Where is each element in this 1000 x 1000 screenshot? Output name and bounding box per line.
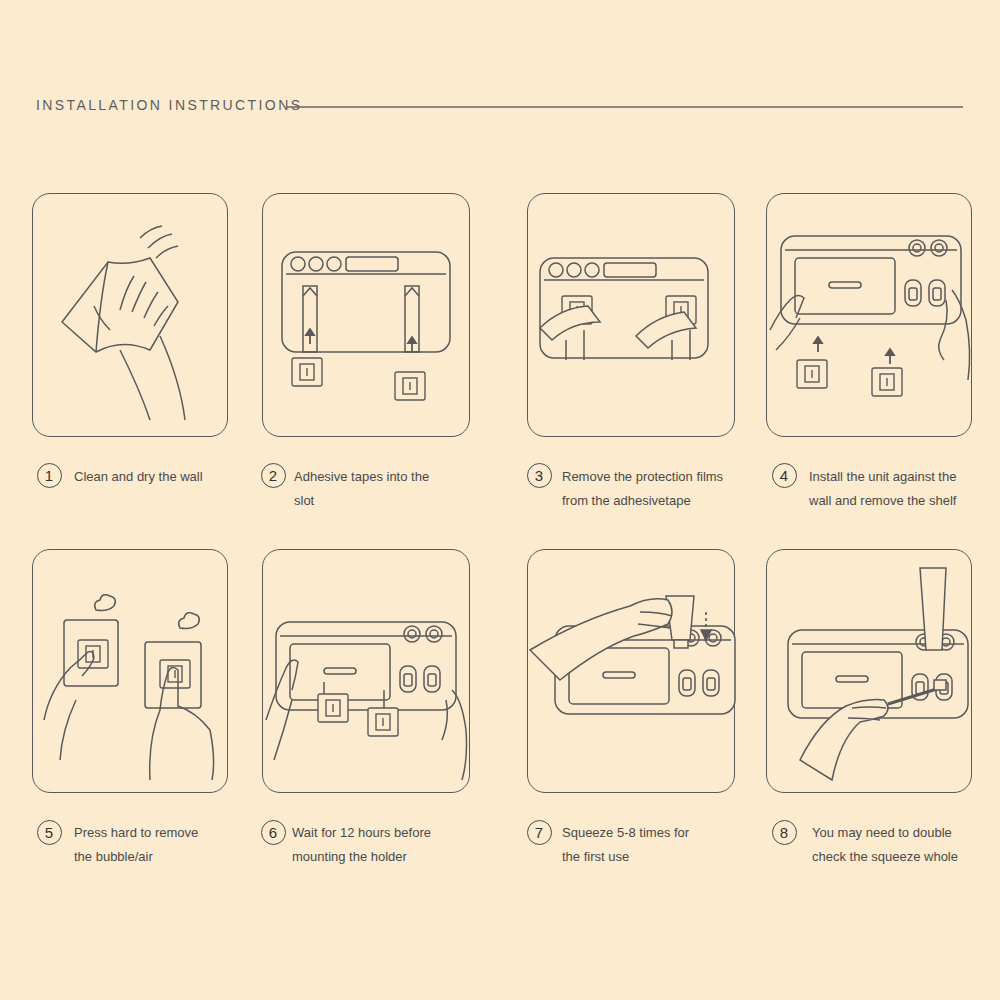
step-number: 4 (780, 468, 788, 483)
step-number: 7 (535, 825, 543, 840)
step-panel: Install the unit against the wall and re… (766, 193, 972, 437)
step-number: 3 (535, 468, 543, 483)
step-caption: You may need to double check the squeeze… (812, 821, 970, 869)
step-caption: Remove the protection films from the adh… (562, 465, 738, 513)
step-number-circle: 1 (37, 463, 62, 488)
step-caption: Wait for 12 hours before mounting the ho… (292, 821, 452, 869)
step-caption: Adhesive tapes into the slot (294, 465, 444, 513)
step-number: 6 (269, 825, 277, 840)
step-number-circle: 2 (261, 463, 286, 488)
step-panel: Remove the protection films from the adh… (527, 193, 735, 437)
step-panel: Adhesive tapes into the slot (262, 193, 470, 437)
step-caption: Clean and dry the wall (74, 465, 254, 489)
step-panel: You may need to double check the squeeze… (766, 549, 972, 793)
diagram-title: INSTALLATION INSTRUCTIONS (36, 97, 302, 113)
step-number: 8 (780, 825, 788, 840)
step-number-circle: 5 (37, 820, 62, 845)
step-number: 2 (269, 468, 277, 483)
step-caption: Squeeze 5-8 times for the first use (562, 821, 704, 869)
step-number-circle: 6 (261, 820, 286, 845)
step-panel: Press hard to remove the bubble/air (32, 549, 228, 793)
step-number: 1 (45, 468, 53, 483)
step-caption: Press hard to remove the bubble/air (74, 821, 214, 869)
step-panel: Wait for 12 hours before mounting the ho… (262, 549, 470, 793)
step-number-circle: 3 (527, 463, 552, 488)
step-number-circle: 4 (772, 463, 797, 488)
step-caption: Install the unit against the wall and re… (809, 465, 981, 513)
step-number-circle: 8 (772, 820, 797, 845)
step-panel: Clean and dry the wall (32, 193, 228, 437)
step-panel: Squeeze 5-8 times for the first use (527, 549, 735, 793)
step-number: 5 (45, 825, 53, 840)
step-number-circle: 7 (527, 820, 552, 845)
